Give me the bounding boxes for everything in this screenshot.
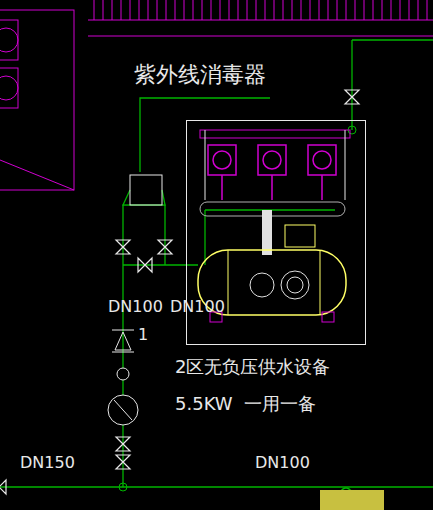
fan-unit [0, 10, 74, 190]
callout-label: 紫外线消毒器 [134, 63, 266, 87]
pipe-size: DN150 [20, 454, 75, 472]
callout-number: 1 [138, 326, 148, 344]
flow-meter [114, 400, 132, 420]
valve [0, 90, 359, 494]
flow-meter [108, 395, 138, 425]
roof-line [88, 36, 433, 37]
pipe-size: DN100 [255, 454, 310, 472]
uv-disinfector [130, 175, 162, 205]
pipe [0, 40, 433, 510]
pipe-joint [119, 483, 127, 491]
roof-line [88, 20, 433, 21]
check-valve [112, 328, 134, 354]
booster-set [198, 130, 350, 322]
uv-disinfector-box: 紫外线消毒器 [130, 175, 162, 205]
pipe-size: DN100 [108, 298, 163, 316]
tank [320, 490, 384, 510]
gauge-cock [117, 368, 129, 380]
pipe-size: DN100 [170, 298, 225, 316]
roof-hatch [88, 0, 433, 20]
equipment-name: 2区无负压供水设备 [175, 357, 330, 377]
equipment-spec: 5.5KW 一用一备 [175, 394, 316, 414]
